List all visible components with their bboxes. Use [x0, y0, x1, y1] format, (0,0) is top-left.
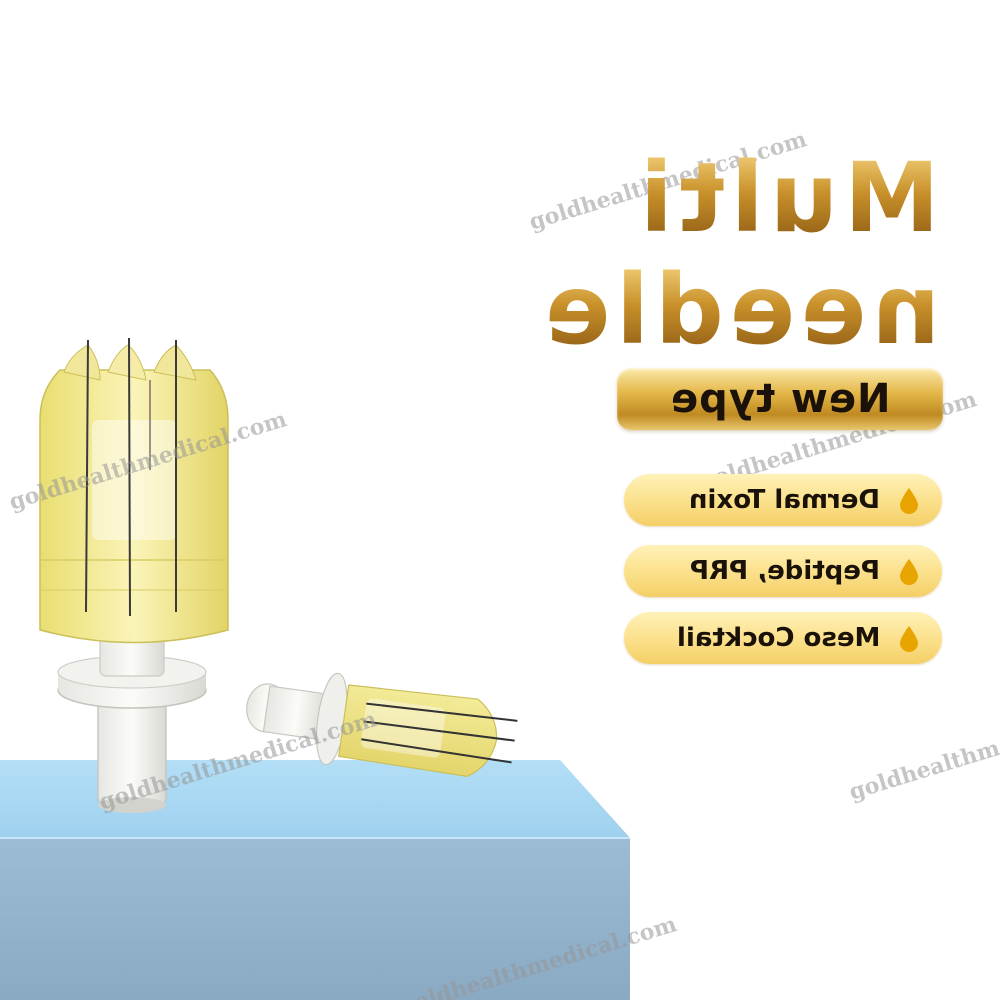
- headline-line-2: needle: [538, 254, 940, 366]
- droplet-icon: [900, 488, 918, 514]
- multi-needle-lying: [246, 672, 518, 778]
- droplet-icon: [900, 559, 918, 585]
- multi-needle-standing: [39, 337, 229, 813]
- feature-pill-meso-cocktail: Meso Cocktail: [624, 612, 942, 664]
- feature-label: Dermal Toxin: [689, 485, 880, 515]
- feature-pill-peptide-prp: Peptide, PRP: [624, 545, 942, 597]
- feature-label: Peptide, PRP: [690, 556, 880, 586]
- new-type-label: New type: [669, 376, 891, 422]
- headline-line-1: Multi: [634, 142, 940, 254]
- feature-label: Meso Cocktail: [676, 623, 880, 653]
- new-type-badge: New type: [617, 368, 943, 430]
- droplet-icon: [900, 626, 918, 652]
- feature-pill-dermal-toxin: Dermal Toxin: [624, 474, 942, 526]
